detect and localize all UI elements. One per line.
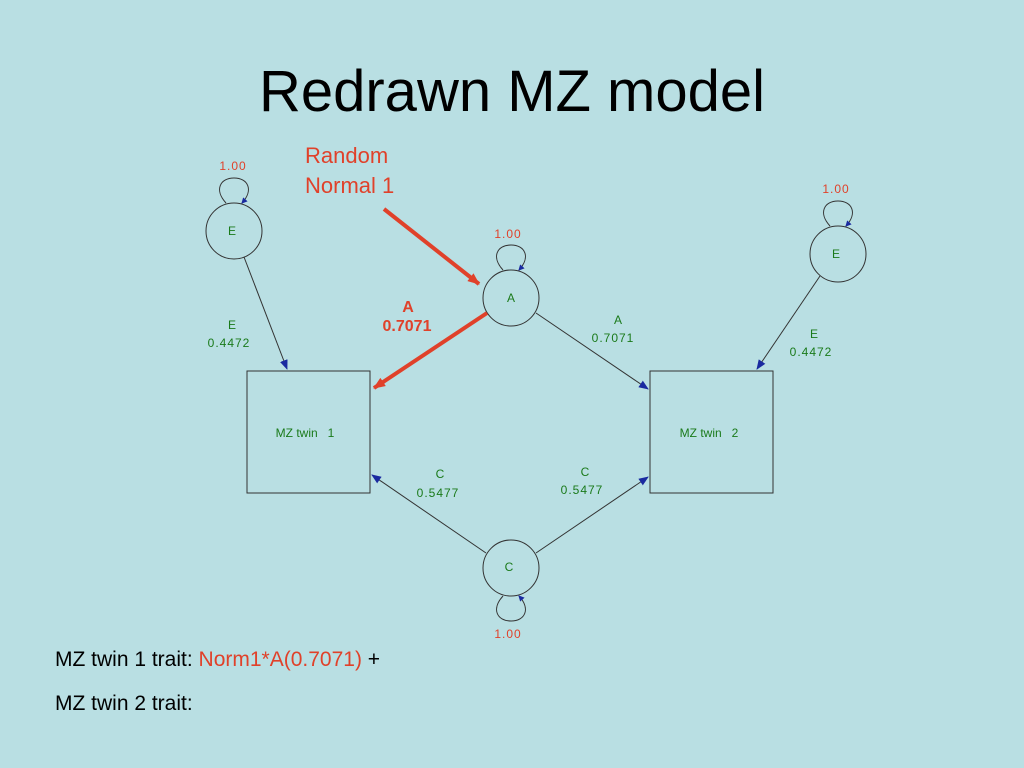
c-right-path-name: C	[581, 465, 590, 479]
e-right-circle	[809, 225, 867, 283]
a-left-path-name: A	[402, 299, 414, 316]
c-variance-loop	[496, 595, 526, 622]
e-left-node-label: E	[228, 224, 236, 238]
c-left-path-name: C	[436, 467, 445, 481]
e-right-path	[756, 275, 821, 370]
e-left-path-value: 0.4472	[208, 336, 251, 350]
e-right-node-label: E	[832, 247, 840, 261]
equation-1-suffix: +	[361, 648, 381, 671]
a-node-label: A	[507, 291, 515, 305]
equation-line-1: MZ twin 1 trait: Norm1*A(0.7071) +	[55, 648, 380, 672]
c-circle	[482, 539, 540, 597]
c-left-path-value: 0.5477	[417, 486, 460, 500]
a-left-path-highlight	[372, 311, 489, 390]
a-right-path-name: A	[614, 313, 622, 327]
random-normal-callout: Random Normal 1	[305, 141, 394, 201]
equation-1-highlight: Norm1*A(0.7071)	[198, 648, 362, 671]
a-circle	[482, 269, 540, 327]
slide-title: Redrawn MZ model	[258, 59, 766, 124]
c-node-label: C	[505, 560, 514, 574]
c-left-path	[371, 474, 487, 554]
equation-1-prefix: MZ twin 1 trait:	[55, 648, 199, 671]
e-left-path	[243, 256, 288, 370]
a-variance: 1.00	[494, 227, 521, 241]
a-variance-loop	[496, 244, 526, 271]
equation-line-2: MZ twin 2 trait:	[55, 692, 193, 715]
e-left-variance-loop	[219, 177, 249, 204]
c-variance: 1.00	[494, 627, 521, 641]
e-left-path-name: E	[228, 318, 236, 332]
c-right-path-value: 0.5477	[561, 483, 604, 497]
callout-line-1: Random	[305, 143, 389, 168]
c-right-path	[535, 476, 649, 554]
e-right-path-name: E	[810, 327, 818, 341]
callout-arrow	[382, 207, 481, 286]
a-right-path-value: 0.7071	[592, 331, 635, 345]
twin1-box	[246, 370, 371, 494]
twin2-label: MZ twin 2	[680, 426, 739, 440]
e-right-variance-loop	[823, 200, 853, 227]
twin1-label: MZ twin 1	[276, 426, 335, 440]
e-left-circle	[205, 202, 263, 260]
twin2-box	[649, 370, 774, 494]
e-right-variance: 1.00	[822, 182, 849, 196]
callout-line-2: Normal 1	[305, 173, 395, 198]
e-left-variance: 1.00	[219, 159, 246, 173]
a-left-path-value: 0.7071	[383, 318, 432, 335]
a-right-path	[535, 312, 649, 390]
e-right-path-value: 0.4472	[790, 345, 833, 359]
